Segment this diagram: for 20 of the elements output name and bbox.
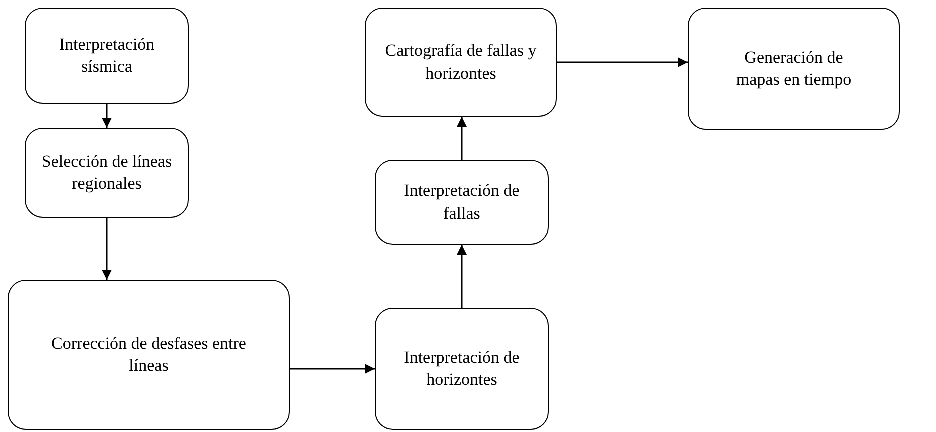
process-box [688, 8, 900, 130]
box-label: Interpretación de fallas [403, 180, 521, 224]
process-box [375, 160, 549, 245]
process-box [25, 8, 189, 104]
arrow [102, 104, 112, 128]
arrow [557, 58, 688, 68]
box-label: Interpretación sísmica [58, 34, 156, 78]
process-box [25, 128, 189, 218]
process-box [375, 308, 549, 430]
box-label: Cartografía de fallas y horizontes [384, 40, 538, 84]
box-label: Selección de líneas regionales [40, 150, 174, 195]
box-label: Interpretación de horizontes [403, 346, 521, 391]
arrow [457, 117, 467, 160]
box-label: Corrección de desfases entre líneas [50, 332, 248, 377]
process-box [8, 280, 290, 430]
arrow [290, 364, 375, 374]
box-label: Generación de mapas en tiempo [735, 46, 853, 91]
arrow [457, 245, 467, 308]
process-box [365, 8, 557, 117]
arrow [102, 218, 112, 280]
